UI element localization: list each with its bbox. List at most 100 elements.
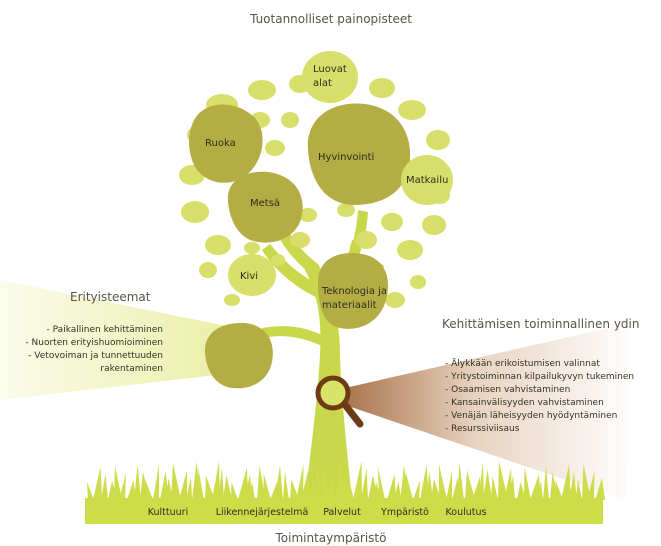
grass-blade [595,478,605,500]
grass-blade [197,469,204,500]
grass-blade [504,468,512,500]
grass-blade [87,482,94,500]
grass-blade [171,463,181,500]
grass-blade [166,478,173,500]
right-panel-item: - Älykkään erikoistumisen valinnat [445,358,600,369]
leaf-label: materiaalit [322,300,377,311]
grass-blade [483,469,492,500]
ground-item-palvelut: Palvelut [323,507,361,518]
grass-blade [160,471,169,500]
left-panel-item: - Nuorten erityishuomioiminen [25,338,163,348]
magnifier-icon [315,375,364,428]
grass-blade [348,476,354,500]
left-beam [0,280,260,400]
grass-blade [426,472,433,500]
grass-blade [394,481,401,500]
grass-blade [127,480,136,500]
right-panel-item: - Osaamisen vahvistaminen [445,385,570,395]
grass-blade [576,479,582,500]
grass-blade [439,464,447,500]
right-panel-item: - Resurssiviisaus [445,424,520,434]
grass-blade [387,474,396,500]
leaf-kivi: Kivi [228,254,276,296]
grass-blade [582,464,591,500]
right-panel-item: - Venäjän läheisyyden hyödyntäminen [445,411,617,421]
right-beam [345,322,635,500]
ground-item-liikennejarjestelma: Liikennejärjestelmä [216,507,309,518]
grass-blade [524,467,531,500]
left-panel-item: rakentaminen [100,364,163,374]
grass-blade [186,477,192,500]
ground-item-koulutus: Koulutus [446,507,487,518]
grass-blade [301,471,311,500]
leaf-ruoka: Ruoka [189,104,263,183]
left-big-leaf [204,322,273,389]
left-panel-title: Erityisteemat [70,290,151,304]
grass-blade [413,480,420,500]
grass-blade [218,468,224,500]
grass-blade [543,466,549,500]
right-panel-item: - Kansainvälisyyden vahvistaminen [445,398,604,408]
grass-blade [555,480,563,500]
tree-trunk [262,208,384,500]
grass-blade [290,479,299,500]
grass-blade [263,473,271,500]
leaf-label: alat [313,78,332,89]
grass-blade [119,473,126,500]
grass-blade [134,465,141,500]
grass-blade [316,463,322,500]
grass-blade [457,463,464,500]
left-panel-item: - Paikallinen kehittäminen [47,325,163,335]
left-panel-item: - Vetovoiman ja tunnettuuden [28,351,163,361]
grass-blade [114,466,122,500]
grass-blade [431,479,441,500]
grass-blade [587,471,595,500]
grass-blade [569,472,577,500]
grass-blade [465,470,475,500]
grass-blade [335,462,345,500]
grass-blade [238,467,248,500]
grass-blade [212,461,220,500]
grass-blade [327,477,334,500]
grass-blade [296,464,304,500]
grass-blade [446,471,452,500]
grass-blade [353,461,362,500]
grass-blade [101,474,108,500]
grass-blade [472,477,480,500]
grass-blade [309,478,317,500]
leaf-label: Ruoka [205,138,236,149]
leaf-matkailu: Matkailu [401,155,453,205]
grass-blade [205,476,215,500]
grass-blade [153,464,159,500]
grass-blade [275,465,283,500]
diagram-title: Tuotannolliset painopisteet [249,12,412,26]
grass-blade [93,467,102,500]
grass-blade [498,461,508,500]
grass-blade [535,481,543,500]
grass-blade [517,482,526,500]
grass-blade [420,465,429,500]
leaf-label: Luovat [313,64,347,75]
leaf-hyvinvointi: Hyvinvointi [307,103,411,205]
grass-blade [283,472,289,500]
ground-item-ymparisto: Ympäristö [380,507,429,518]
grass-blade [405,473,413,500]
leaf-label: Matkailu [406,175,448,186]
grass-blade [145,479,153,500]
ground-item-kulttuuri: Kulttuuri [148,507,188,518]
grass-blade [244,474,252,500]
leaf-label: Kivi [240,271,258,282]
right-panel-title: Kehittämisen toiminnallinen ydin [442,317,639,331]
grass-blade [231,482,238,500]
grass-blade [478,462,484,500]
grass-blade [322,470,331,500]
leaf-label: Metsä [250,198,280,209]
leaf-metsa: Metsä [227,171,303,243]
leaf-luovat-alat: Luovat alat [302,51,358,103]
grass-blade [257,466,266,500]
leaf-label: Teknologia ja [321,286,387,297]
grass-blade [561,465,571,500]
grass-blade [361,468,368,500]
grass-blade [249,481,255,500]
diagram-footer: Toimintaympäristö [275,531,387,545]
